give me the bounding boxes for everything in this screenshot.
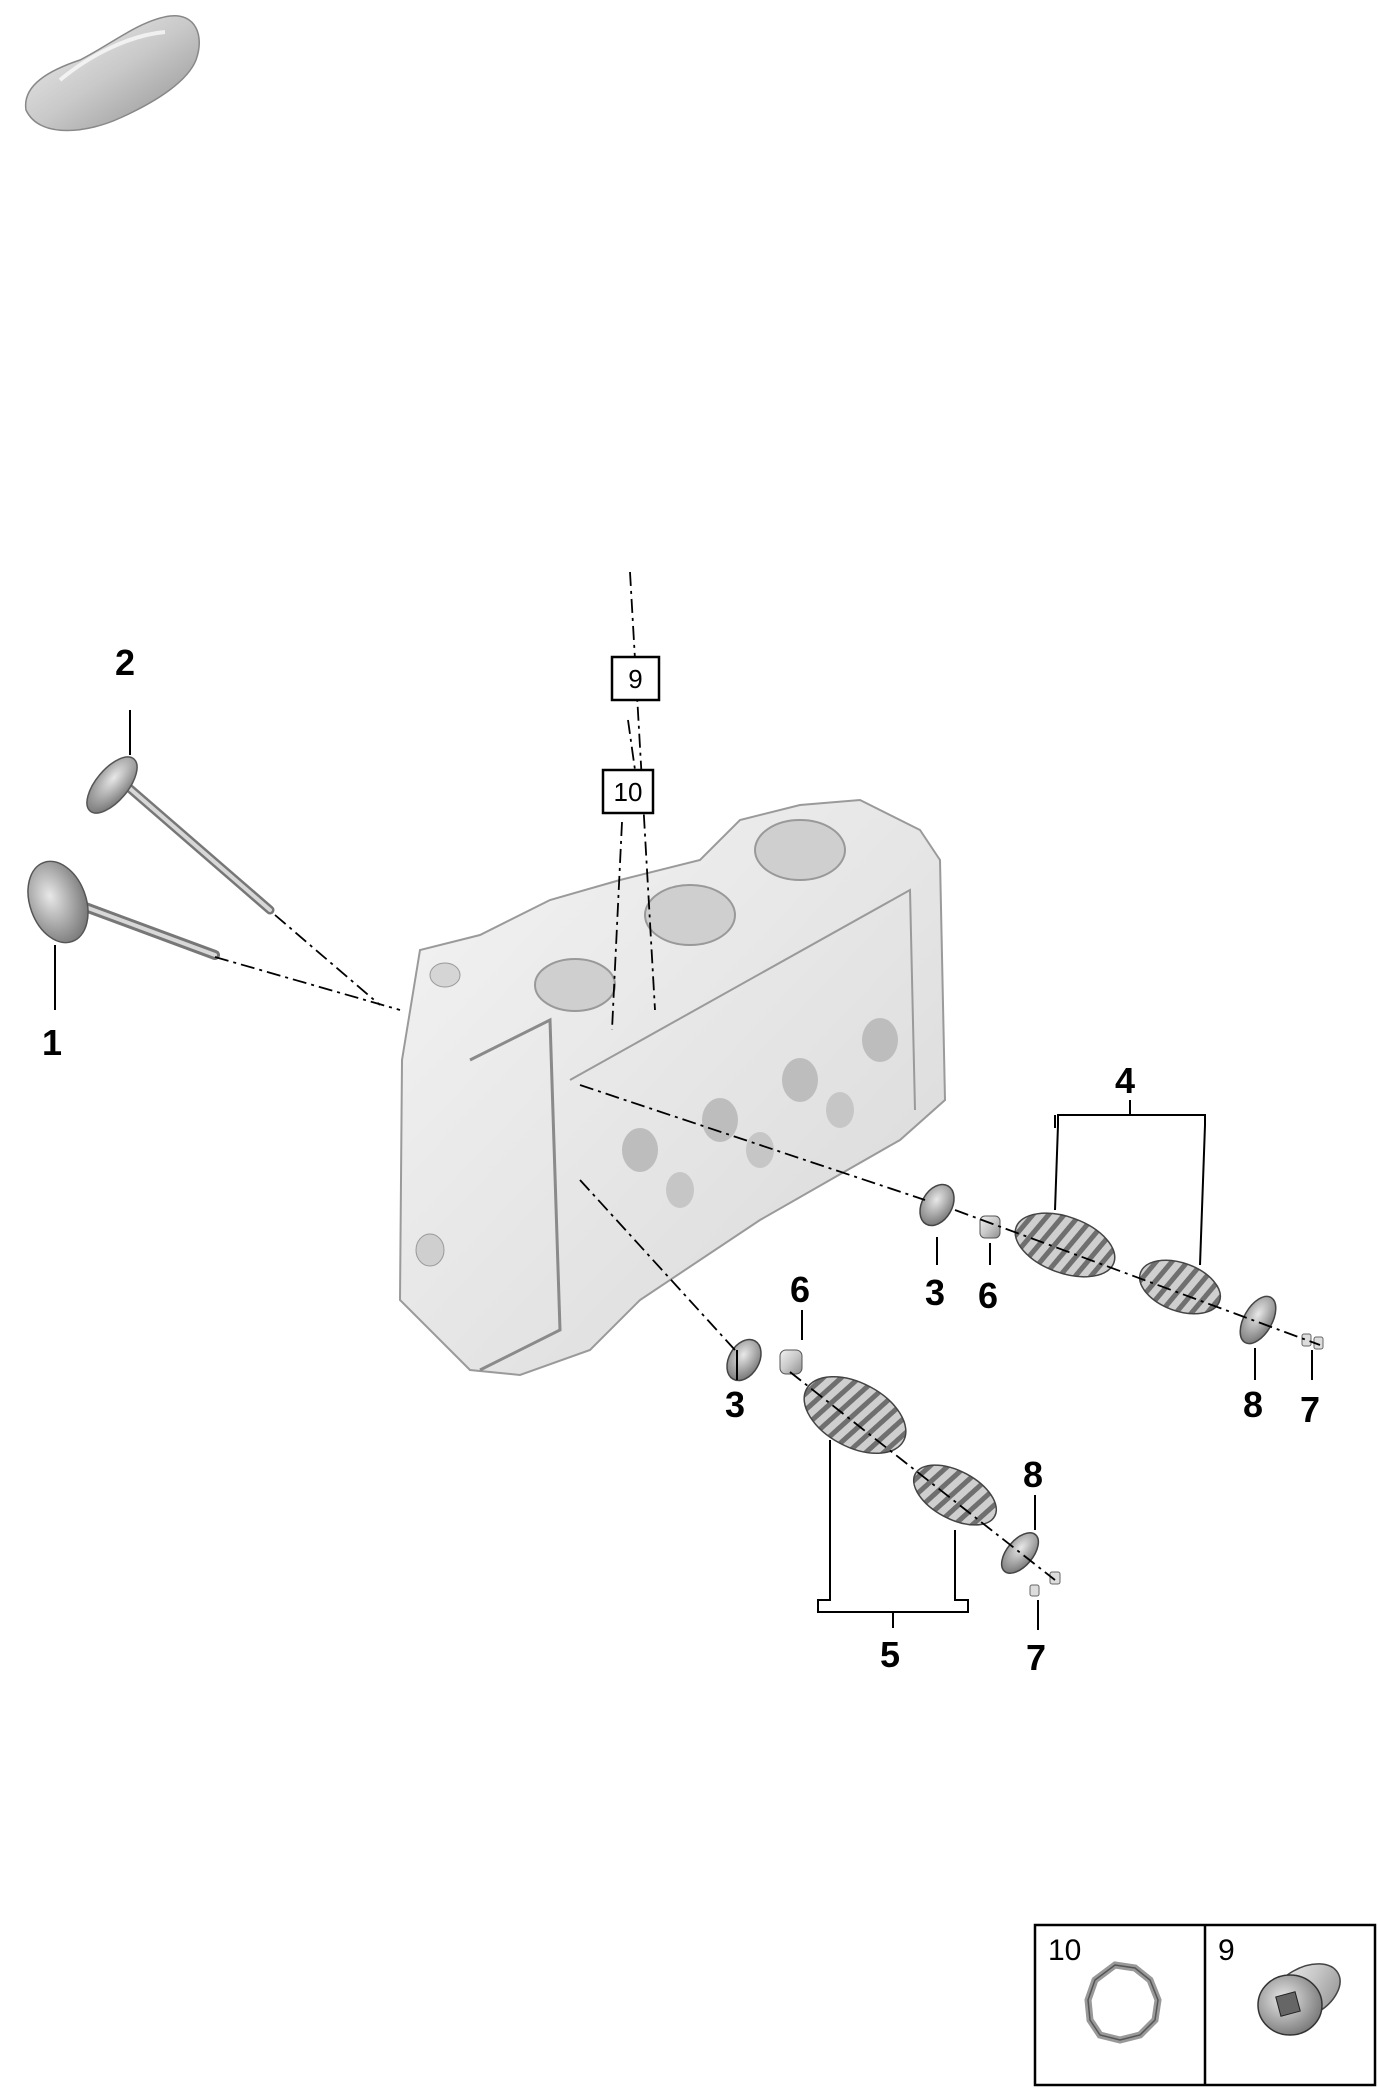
callout-1: 1	[42, 1022, 62, 1063]
boxed-ref-10-label: 10	[614, 777, 643, 807]
seal-ring-icon	[1084, 1961, 1162, 2044]
callout-numbers: 2 1 4 3 6 6 3 8 7 8 5 7	[42, 642, 1320, 1678]
cylinder-head-part	[398, 798, 947, 1377]
callout-3b: 3	[725, 1384, 745, 1425]
valve-part-2	[86, 756, 275, 915]
valve-guide-part-6b	[779, 1349, 803, 1375]
boxed-reference-9: 9	[610, 655, 661, 702]
valve-keeper-part-7b	[1029, 1571, 1061, 1597]
parts-legend-table: 10 9	[1033, 1923, 1377, 2087]
valve-part-1	[27, 860, 220, 960]
legend-number-9: 9	[1218, 1934, 1235, 1967]
callout-6a: 6	[978, 1275, 998, 1316]
legend-number-10: 10	[1048, 1934, 1081, 1967]
callout-3a: 3	[925, 1272, 945, 1313]
callout-7b: 7	[1026, 1637, 1046, 1678]
valve-spring-inner-part-5	[912, 1464, 998, 1526]
callout-4: 4	[1115, 1060, 1135, 1101]
boxed-reference-10: 10	[601, 768, 655, 815]
valve-spring-inner-part-4	[1138, 1259, 1222, 1315]
lower-valve-assembly	[726, 1338, 1061, 1597]
callout-6b: 6	[790, 1269, 810, 1310]
spring-retainer-part-8a	[1239, 1295, 1277, 1345]
callout-5: 5	[880, 1634, 900, 1675]
callout-8b: 8	[1023, 1454, 1043, 1495]
callout-8a: 8	[1243, 1384, 1263, 1425]
callout-2: 2	[115, 642, 135, 683]
valve-seal-part-3a	[919, 1183, 955, 1227]
callout-leader-lines	[54, 710, 1313, 1630]
callout-7a: 7	[1300, 1389, 1320, 1430]
boxed-ref-9-label: 9	[628, 664, 642, 694]
vehicle-thumbnail-icon	[24, 15, 200, 132]
valve-seal-part-3b	[726, 1338, 762, 1382]
spring-retainer-part-8b	[1000, 1532, 1040, 1574]
valve-spring-outer-part-5	[803, 1375, 907, 1455]
valve-guide-part-6a	[979, 1215, 1001, 1239]
screw-plug-icon	[1257, 1963, 1341, 2036]
right-valve-assembly	[919, 1183, 1324, 1350]
valve-spring-outer-part-4	[1014, 1212, 1116, 1278]
